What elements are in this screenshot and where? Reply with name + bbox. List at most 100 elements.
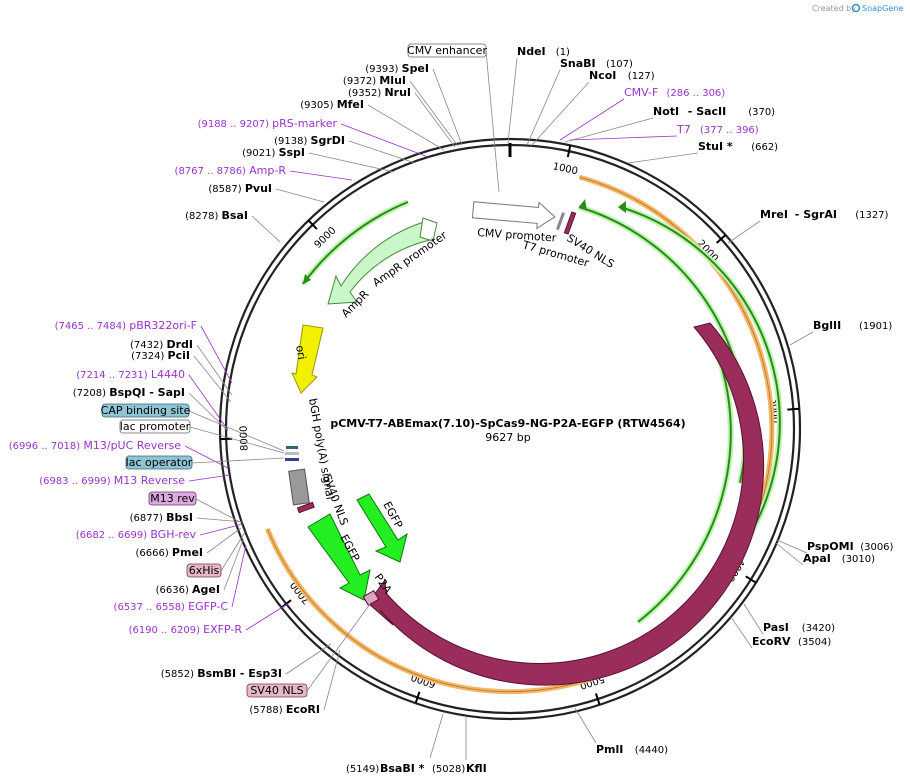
tick-label: 1000 [552,161,579,177]
site-position: (662) [751,142,778,153]
leader-line [574,707,597,744]
leader-line [432,68,463,146]
site-name: BsaBI * [380,762,425,775]
site-name: NdeI [517,45,546,58]
site-position: (5788) [249,705,285,716]
site-position: (6877) [130,513,166,524]
site-position: (3504) [798,637,831,648]
site-name: PspOMI [807,540,854,553]
leader-line [414,92,456,148]
site-position: (7214 .. 7231) [76,370,151,381]
site-position: (9138) [274,136,310,147]
site-name-secondary: - SgrAI [795,208,837,221]
site-position: (1901) [859,321,892,332]
primer-label: (8767 .. 8786) Amp-R [175,164,287,177]
lac-mark-3 [285,458,299,461]
site-name: PciI [168,349,190,362]
site-name: BspQI [109,386,145,399]
site-label: (8587) PvuI [208,182,272,195]
tick-label: 8000 [239,425,251,451]
leader-lines [184,50,814,760]
site-name: M13 Reverse [114,474,185,487]
feature-box [125,455,193,470]
leader-line [223,539,244,591]
site-label: (9138) SgrDI [274,134,345,147]
site-name: EXFP-R [203,623,242,636]
site-position: (5852) [161,669,197,680]
site-label: (7324) PciI [131,349,190,362]
site-position: (9393) [365,64,401,75]
site-position: (6983 .. 6999) [39,476,114,487]
feature-box-label: CMV enhancer [407,44,487,57]
leader-line [199,523,244,536]
site-position: (370) [748,107,775,118]
leader-line [189,426,285,454]
leader-line [188,374,229,431]
site-label: (9305) MfeI [300,98,364,111]
site-name: PvuI [245,182,272,195]
site-label: (6877) BbsI [130,511,193,524]
cas9-label: Cas9 [647,556,674,585]
leader-line [196,517,244,523]
egfp2-arrow [307,513,371,601]
site-label: (7432) DrdI [130,338,193,351]
site-name: Amp-R [249,164,286,177]
leader-line [308,152,395,173]
plasmid-name: pCMV-T7-ABEmax(7.10)-SpCas9-NG-P2A-EGFP … [330,417,685,430]
site-name: BGH-rev [150,528,196,541]
site-label: (9372) MluI [343,74,406,87]
site-label: (9393) SpeI [365,62,429,75]
site-name: AgeI [192,583,220,596]
egfp1-arrow [356,493,408,563]
feature-box [148,491,197,506]
site-position: (3010) [842,554,875,565]
leader-line [196,344,233,396]
leader-line [776,539,808,554]
primer-label: (6682 .. 6699) BGH-rev [76,528,197,541]
site-name: SpeI [402,62,429,75]
tick-mark [414,691,421,704]
feature-box-label: M13 rev [150,492,195,505]
leader-line [188,474,231,482]
lac-mark-1 [286,446,298,449]
site-name: NotI [653,105,679,118]
site-label: (8278) BsaI [185,209,248,222]
site-name-secondary: - SacII [688,105,726,118]
sv40-nls-top-mark [563,211,577,235]
tick-mark [715,234,727,244]
leader-line [285,643,332,675]
feature-box [119,419,191,434]
created-by-label: Created by [812,4,856,13]
site-name: SgrDI [311,134,345,147]
site-label: (6666) PmeI [135,546,203,559]
site-label: (9021) SspI [242,146,305,159]
site-position: (9372) [343,76,379,87]
leader-line [789,331,814,346]
site-position: (6996 .. 7018) [9,441,84,452]
leader-line [184,445,229,469]
brand-label: SnapGene [862,4,903,13]
green-arc-mid-head [618,201,626,213]
p2a-mark [362,589,380,607]
site-name: EcoRV [752,635,791,648]
leader-line [275,188,325,203]
primer-label: (6190 .. 6209) EXFP-R [129,623,243,636]
leader-line [348,140,416,164]
site-label: (5788) EcoRI [249,703,320,716]
site-position: (107) [606,59,633,70]
site-position: (3420) [802,623,835,634]
site-name: BbsI [166,511,193,524]
feature-box-label: lac operator [126,456,193,469]
site-labels: NdeI(1)SnaBI(107)NcoI(127)CMV-F(286 .. 3… [9,43,894,775]
feature-box [186,563,222,578]
site-name: NcoI [589,69,616,82]
leader-line [323,649,341,711]
leader-line [188,410,285,452]
site-name: pBR322ori-F [129,319,197,332]
feature-box-label: 6xHis [189,564,220,577]
site-position: (286 .. 306) [667,88,726,99]
plasmid-length: 9627 bp [485,431,530,444]
site-position: (7324) [131,351,167,362]
feature-box [407,43,487,58]
